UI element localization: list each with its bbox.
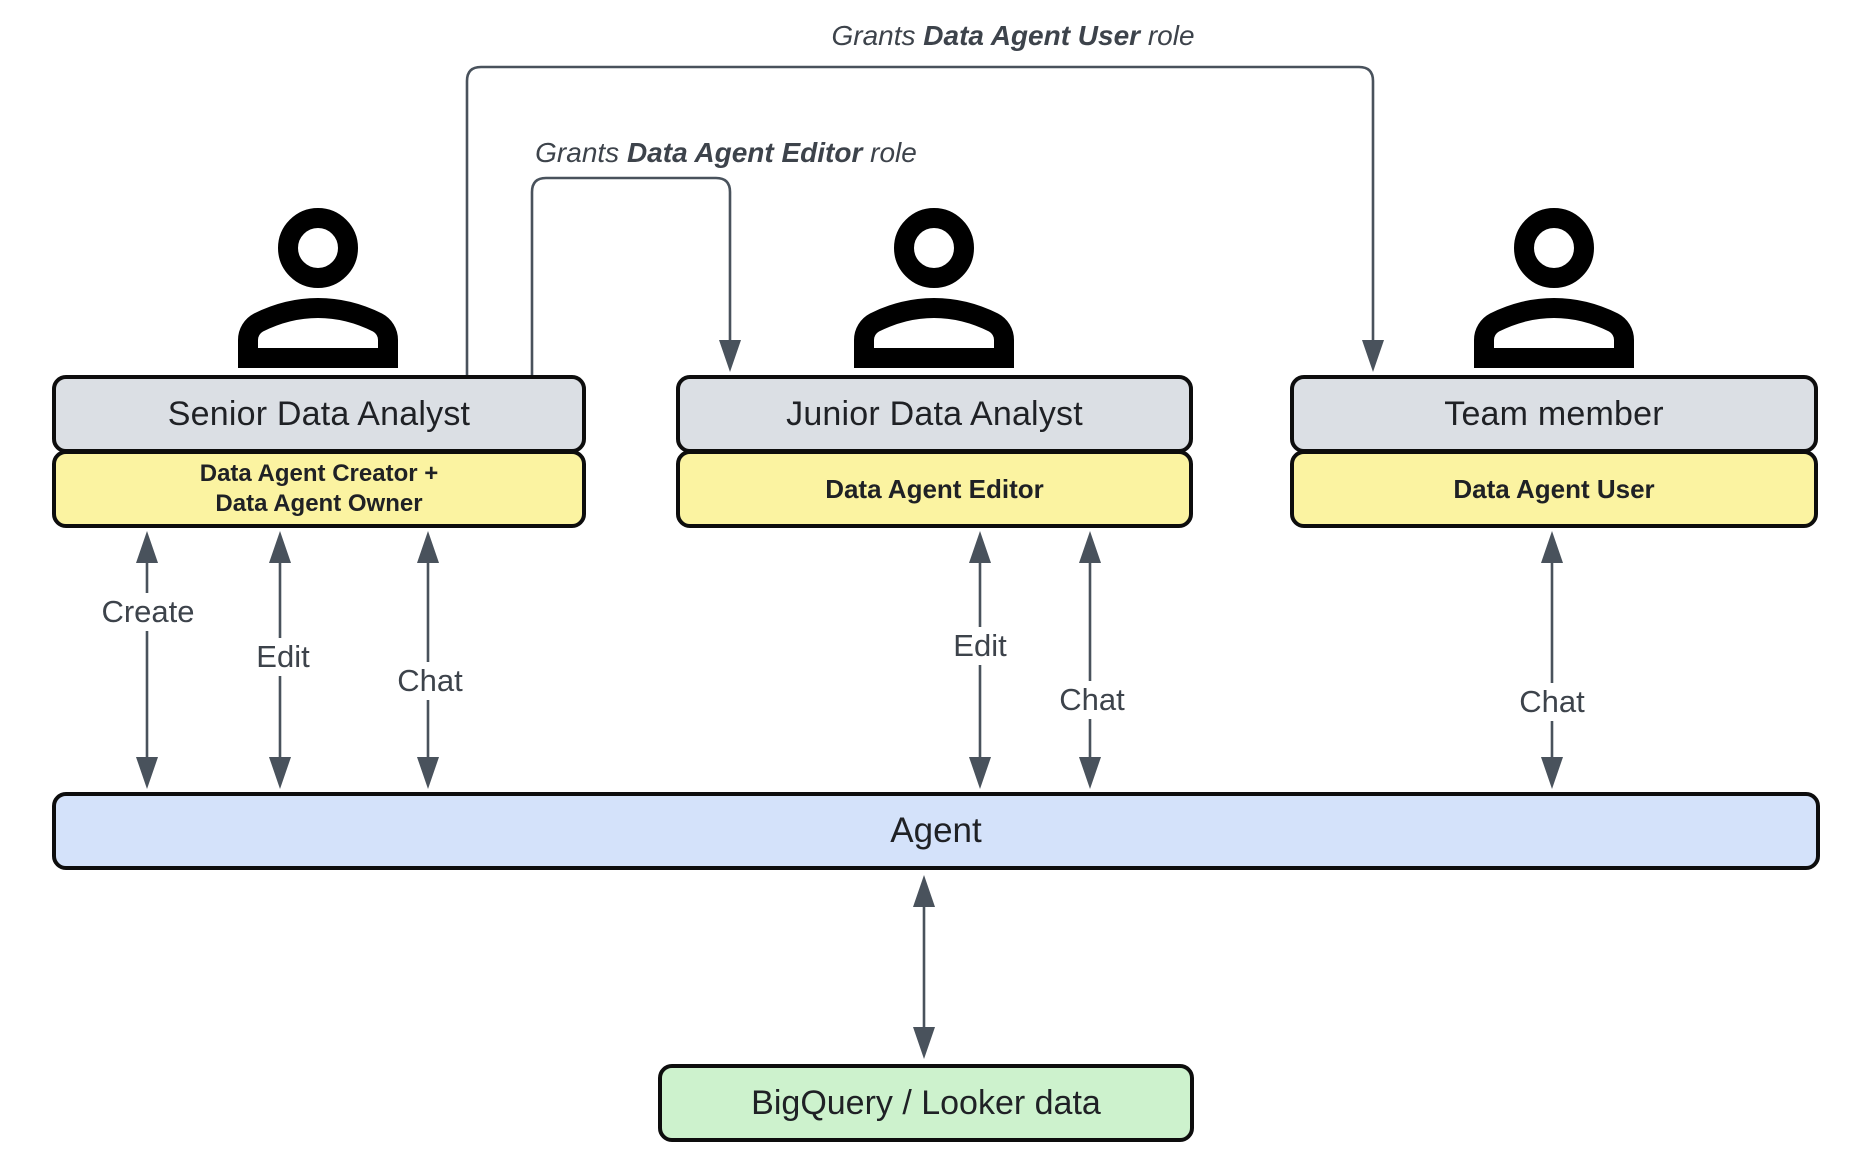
role-line-1: Data Agent User [1453,473,1655,504]
grant-editor-role: Data Agent Editor [626,137,863,168]
role-line-1: Data Agent Editor [825,473,1044,504]
chat-arrow-team [1541,531,1563,789]
chat-label-junior: Chat [1052,681,1132,719]
actor-title-team: Team member [1444,394,1664,433]
actor-box-senior: Senior Data Analyst [52,375,586,453]
agent-label: Agent [890,811,982,850]
grant-editor-connector [530,176,741,375]
actor-box-junior: Junior Data Analyst [676,375,1193,453]
role-line-1: Data Agent Creator + [199,460,439,487]
agent-datastore-arrow [913,875,935,1059]
grant-user-label: Grants Data Agent User role [831,20,1194,52]
grant-user-suffix: role [1140,20,1195,51]
datastore-label: BigQuery / Looker data [751,1083,1101,1122]
agent-bar: Agent [52,792,1820,870]
grant-user-connector [465,65,1384,375]
grant-editor-label: Grants Data Agent Editor role [535,137,917,169]
person-icon-senior [198,168,438,408]
actor-title-junior: Junior Data Analyst [786,394,1083,433]
grant-user-role: Data Agent User [923,20,1141,51]
edit-label-senior: Edit [249,638,317,676]
chat-label-team: Chat [1512,683,1592,721]
actor-title-senior: Senior Data Analyst [167,394,471,433]
person-icon-team [1434,168,1674,408]
chat-label-senior: Chat [390,662,470,700]
datastore-box: BigQuery / Looker data [658,1064,1194,1142]
chat-arrow-senior [417,531,439,789]
grant-editor-prefix: Grants [535,137,627,168]
role-box-team: Data Agent User [1290,450,1818,528]
grant-editor-suffix: role [862,137,917,168]
create-label-senior: Create [94,593,202,631]
create-arrow-senior [136,531,158,789]
chat-arrow-junior [1079,531,1101,789]
actor-box-team: Team member [1290,375,1818,453]
grant-user-prefix: Grants [831,20,924,51]
role-box-senior: Data Agent Creator + Data Agent Owner [52,450,586,528]
role-box-junior: Data Agent Editor [676,450,1193,528]
person-icon-junior [814,168,1054,408]
edit-label-junior: Edit [946,627,1014,665]
role-line-2: Data Agent Owner [215,490,423,517]
